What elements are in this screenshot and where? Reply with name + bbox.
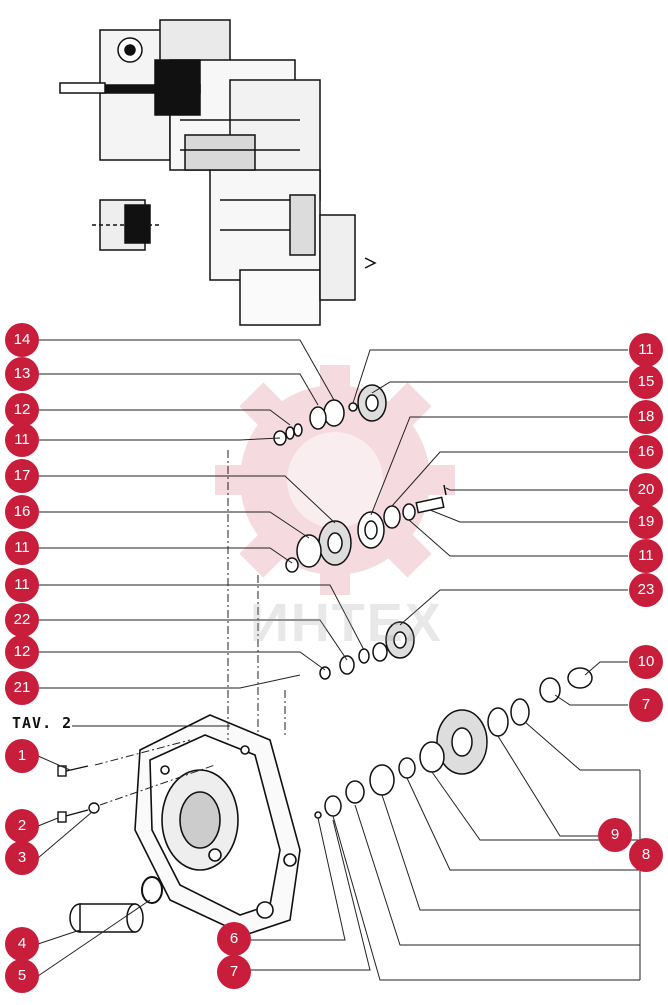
gearbox-housing [134, 714, 301, 936]
callout-11: 11 [5, 531, 39, 565]
callout-19: 19 [629, 505, 663, 539]
callout-8: 8 [629, 838, 663, 872]
callout-15: 15 [629, 365, 663, 399]
callout-21: 21 [5, 671, 39, 705]
callout-11: 11 [629, 333, 663, 367]
callout-23: 23 [629, 573, 663, 607]
watermark-text: ИНТЕХ [250, 593, 443, 653]
callout-5: 5 [5, 959, 39, 993]
shaft-part-4 [69, 903, 144, 933]
callout-7: 7 [629, 688, 663, 722]
callout-20: 20 [629, 473, 663, 507]
callout-10: 10 [629, 645, 663, 679]
callout-11: 11 [5, 568, 39, 602]
callout-6: 6 [217, 922, 251, 956]
callout-2: 2 [5, 809, 39, 843]
callout-17: 17 [5, 459, 39, 493]
snap-ring-part-5 [141, 876, 163, 904]
callout-18: 18 [629, 400, 663, 434]
screws-parts-1-2 [57, 765, 100, 823]
callout-11: 11 [5, 423, 39, 457]
exploded-parts [273, 384, 593, 819]
callout-12: 12 [5, 635, 39, 669]
callout-22: 22 [5, 603, 39, 637]
callout-7: 7 [217, 955, 251, 989]
callout-13: 13 [5, 357, 39, 391]
callout-11: 11 [629, 539, 663, 573]
callout-16: 16 [5, 495, 39, 529]
callout-1: 1 [5, 739, 39, 773]
callout-4: 4 [5, 927, 39, 961]
table-label: TAV. 2 [12, 714, 73, 732]
callout-16: 16 [629, 435, 663, 469]
callout-9: 9 [598, 818, 632, 852]
callout-12: 12 [5, 393, 39, 427]
leader-lines [37, 339, 641, 981]
callout-14: 14 [5, 323, 39, 357]
transmission-cross-section [59, 19, 377, 326]
callout-3: 3 [5, 841, 39, 875]
